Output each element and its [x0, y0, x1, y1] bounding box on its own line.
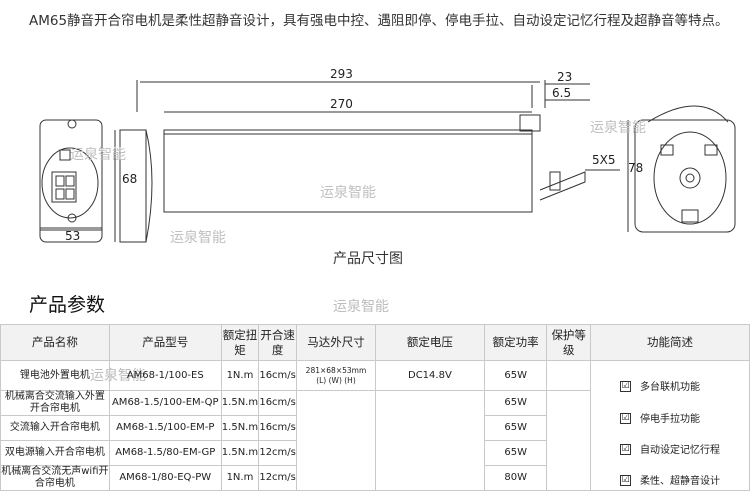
header-name: 产品名称 — [0, 324, 110, 361]
cell-name: 双电源输入开合帘电机 — [0, 440, 110, 466]
cell-torque: 1.5N.m — [220, 415, 260, 441]
cell-power: 65W — [483, 440, 548, 466]
table-row: 机械离合交流输入外置开合帘电机 AM68-1.5/100-EM-QP 1.5N.… — [0, 390, 750, 491]
feature-item: ☑多台联机功能 — [620, 380, 700, 393]
cell-name: 机械离合交流无声wifi开合帘电机 — [0, 465, 110, 491]
header-power: 额定功率 — [483, 324, 548, 361]
shaft-hole — [679, 167, 701, 189]
cell-speed: 16cm/s — [258, 415, 298, 441]
dim-68: 68 — [122, 172, 137, 186]
table-row: 机械离合交流无声wifi开合帘电机 AM68-1/80-EQ-PW 1N.m 1… — [0, 465, 750, 491]
dim-23: 23 — [557, 70, 572, 84]
table-header-row: 产品名称 产品型号 额定扭矩 开合速度 马达外尺寸 额定电压 额定功率 保护等级… — [0, 324, 750, 361]
checkbox-icon: ☑ — [620, 412, 631, 424]
watermark: 运泉智能 — [333, 299, 389, 315]
cell-speed: 12cm/s — [258, 440, 298, 466]
cell-power: 80W — [483, 465, 548, 491]
cell-power: 65W — [483, 415, 548, 441]
feature-item: ☑自动设定记忆行程 — [620, 443, 720, 456]
table-row: 交流输入开合帘电机 AM68-1.5/100-EM-P 1.5N.m 16cm/… — [0, 415, 750, 441]
motor-tail — [519, 114, 541, 132]
cell-model: AM68-1.5/100-EM-QP — [108, 390, 222, 416]
spec-table: 产品名称 产品型号 额定扭矩 开合速度 马达外尺寸 额定电压 额定功率 保护等级… — [0, 324, 750, 491]
cell-torque: 1N.m — [220, 465, 260, 491]
checkbox-icon: ☑ — [620, 474, 631, 486]
checkbox-icon: ☑ — [620, 380, 631, 392]
screw-icon — [67, 213, 77, 223]
led-window — [59, 149, 71, 161]
dim-53: 53 — [65, 229, 80, 243]
dim-78: 78 — [628, 161, 643, 175]
drive-shaft — [539, 171, 586, 201]
cell-size: 281×68×53mm(L) (W) (H) — [296, 360, 376, 391]
cell-voltage — [374, 390, 485, 491]
cell-protection — [546, 360, 591, 391]
watermark: 运泉智能 — [170, 229, 226, 246]
motor-tube — [163, 129, 533, 213]
dim-270: 270 — [330, 97, 353, 111]
cell-model: AM68-1/100-ES — [108, 360, 222, 391]
header-voltage: 额定电压 — [374, 324, 485, 361]
watermark: 运泉智能 — [320, 184, 376, 201]
feature-item: ☑柔性、超静音设计 — [620, 474, 720, 487]
cell-size — [296, 390, 376, 491]
section-title: 产品参数 — [29, 294, 106, 316]
product-dimension-drawing: 293 270 23 6.5 5X5 78 68 53 运泉智能 运泉智能 运泉… — [39, 67, 736, 246]
cell-torque: 1N.m — [220, 360, 260, 391]
table-row: 双电源输入开合帘电机 AM68-1.5/80-EM-GP 1.5N.m 12cm… — [0, 440, 750, 466]
motor-head — [119, 129, 147, 243]
header-model: 产品型号 — [108, 324, 222, 361]
cell-model: AM68-1/80-EQ-PW — [108, 465, 222, 491]
features-cell — [589, 360, 750, 491]
dim-6-5: 6.5 — [552, 86, 571, 100]
cell-model: AM68-1.5/100-EM-P — [108, 415, 222, 441]
intro-paragraph: AM65静音开合帘电机是柔性超静音设计，具有强电中控、遇阻即停、停电手拉、自动设… — [29, 13, 729, 29]
left-end-round — [41, 147, 99, 219]
dim-5x5: 5X5 — [592, 153, 616, 167]
cell-name: 锂电池外置电机 — [0, 360, 110, 391]
cell-torque: 1.5N.m — [220, 440, 260, 466]
checkbox-icon: ☑ — [620, 443, 631, 455]
cell-model: AM68-1.5/80-EM-GP — [108, 440, 222, 466]
header-features: 功能简述 — [589, 324, 750, 361]
cell-speed: 16cm/s — [258, 360, 298, 391]
right-end-round — [653, 131, 727, 225]
header-size: 马达外尺寸 — [296, 324, 376, 361]
header-protection: 保护等级 — [546, 324, 591, 361]
cell-speed: 16cm/s — [258, 390, 298, 416]
cell-name: 交流输入开合帘电机 — [0, 415, 110, 441]
cell-torque: 1.5N.m — [220, 390, 260, 416]
drawing-caption: 产品尺寸图 — [333, 251, 403, 267]
cell-name: 机械离合交流输入外置开合帘电机 — [0, 390, 110, 416]
cell-speed: 12cm/s — [258, 465, 298, 491]
watermark: 运泉智能 — [70, 146, 126, 163]
cell-power: 65W — [483, 360, 548, 391]
right-end-plate — [634, 119, 736, 233]
cell-power: 65W — [483, 390, 548, 416]
header-torque: 额定扭矩 — [220, 324, 260, 361]
cell-voltage: DC14.8V — [374, 360, 485, 391]
watermark: 运泉智能 — [590, 119, 646, 136]
feature-item: ☑停电手拉功能 — [620, 412, 700, 425]
header-speed: 开合速度 — [258, 324, 298, 361]
cell-protection — [546, 390, 591, 491]
screw-icon — [67, 119, 77, 129]
dim-293: 293 — [330, 67, 353, 81]
